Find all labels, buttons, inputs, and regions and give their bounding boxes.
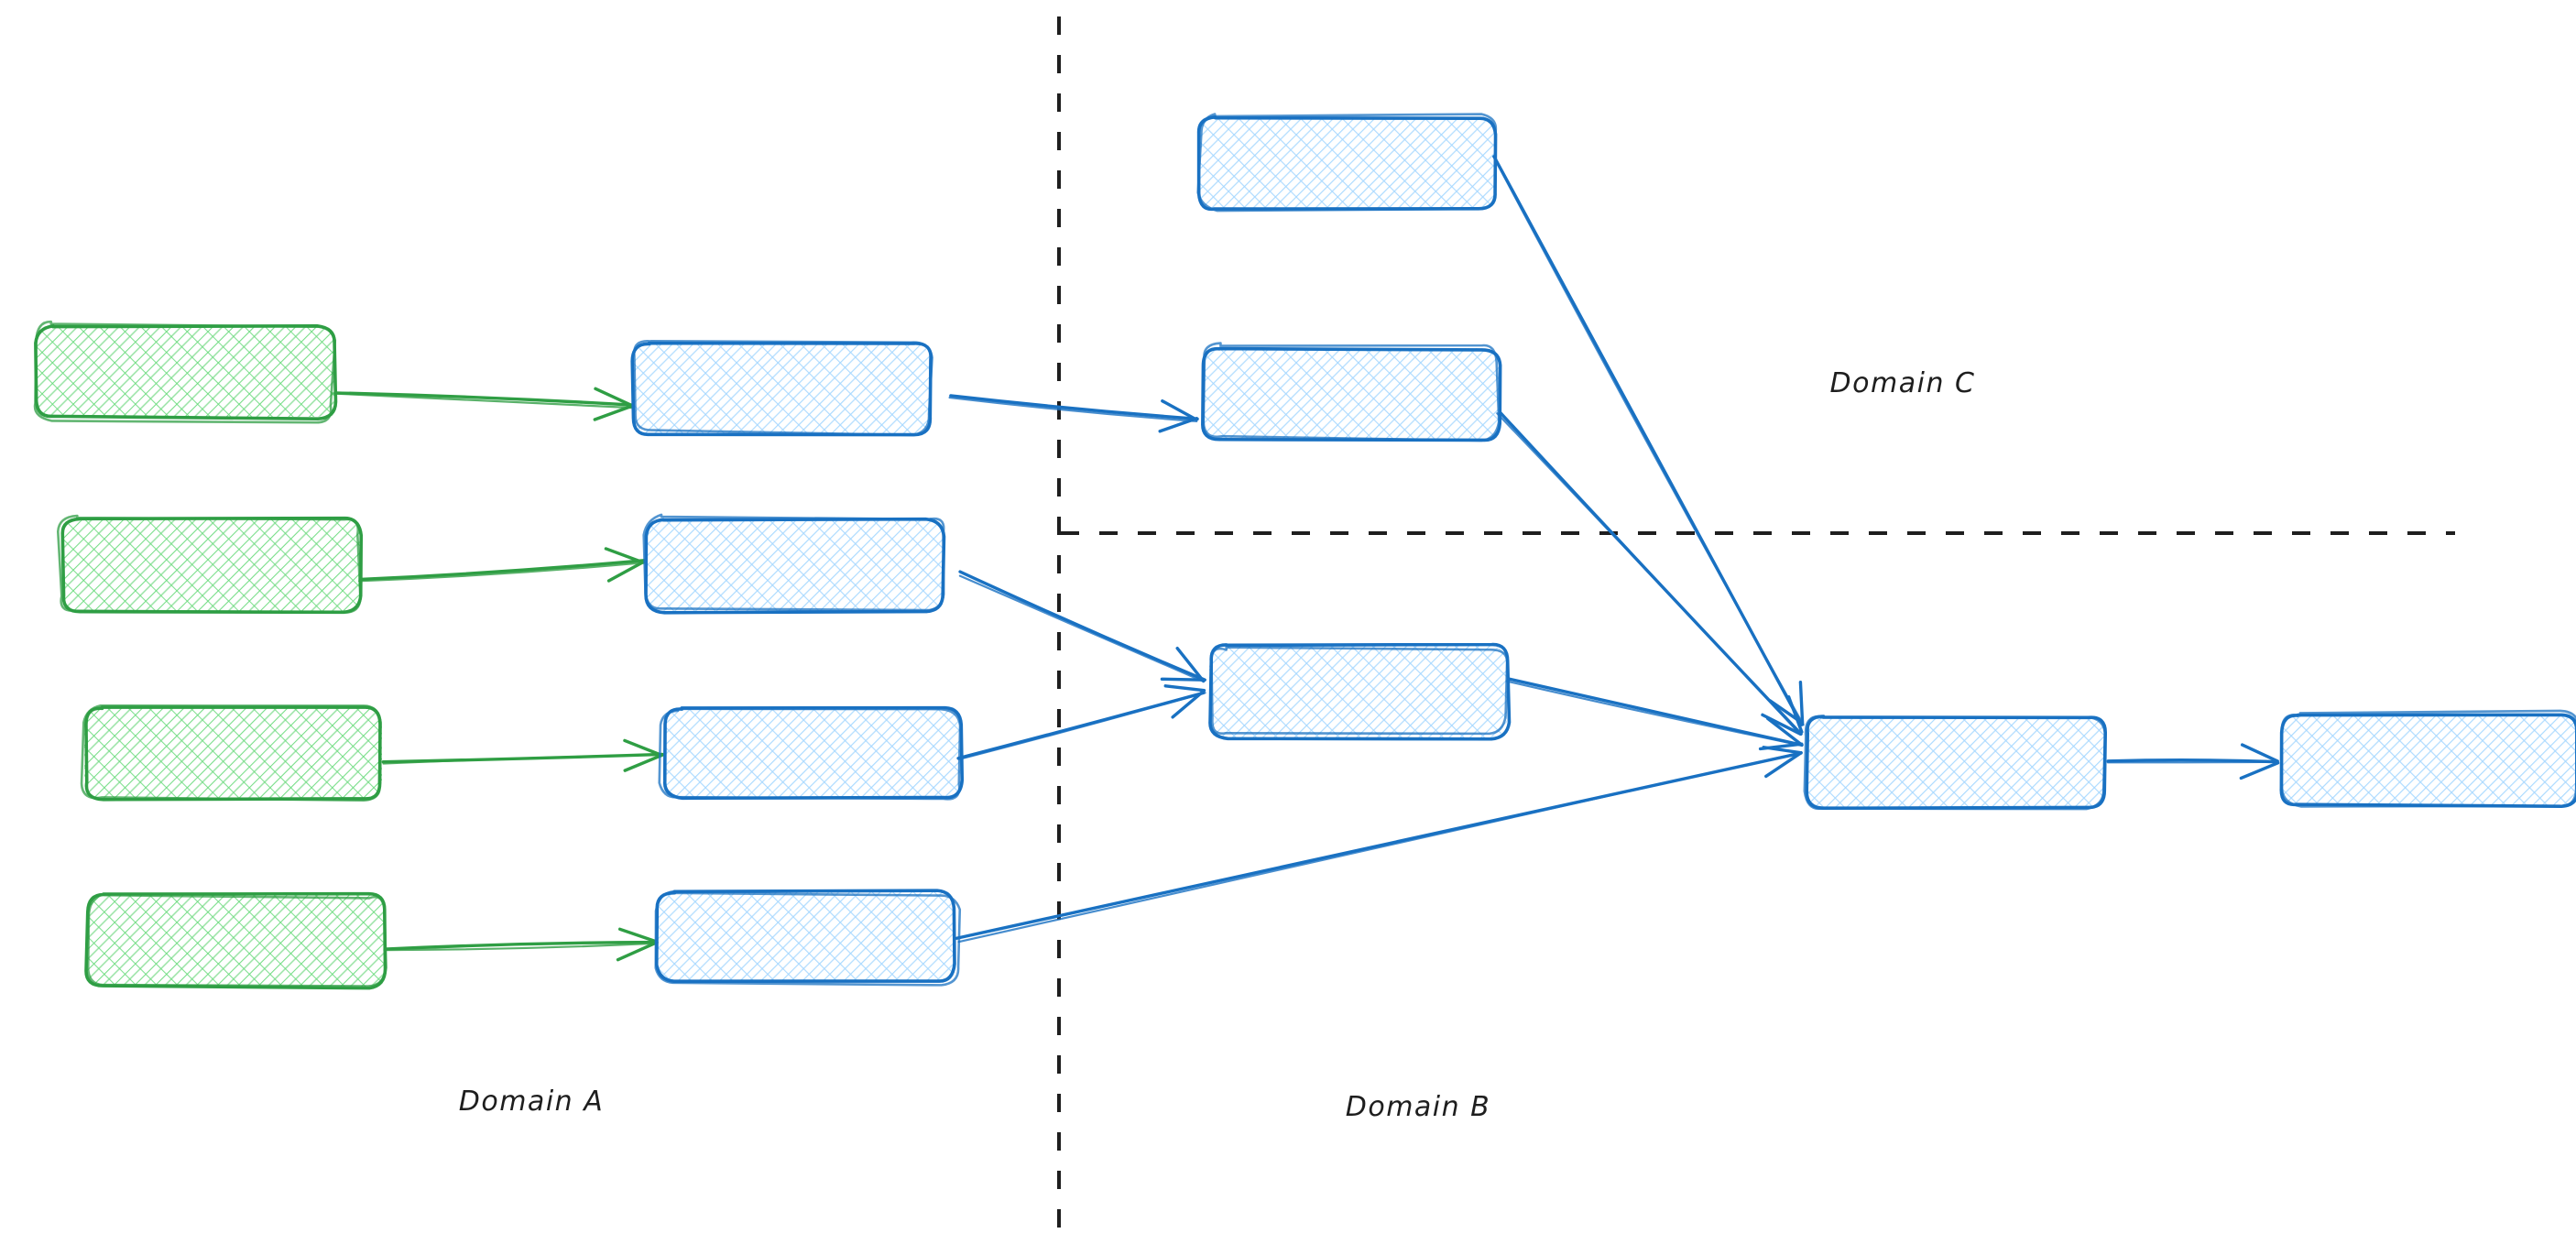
node-outline xyxy=(658,707,962,801)
edge-e9 xyxy=(1492,154,1805,726)
edge-shaft xyxy=(948,396,1198,423)
node-fill-hatch-b xyxy=(37,325,334,417)
edge-arrowhead xyxy=(616,940,659,962)
edge-arrowhead xyxy=(1764,750,1803,779)
node-outline xyxy=(1202,342,1501,442)
node-outline xyxy=(2280,709,2576,808)
node-fill-hatch-b xyxy=(2281,715,2576,806)
node-fill-hatch-b xyxy=(1203,348,1501,440)
edge-shaft xyxy=(1496,412,1802,736)
node-outline xyxy=(1196,113,1498,213)
node-c2[interactable] xyxy=(1201,342,1502,442)
edge-shaft xyxy=(949,394,1199,421)
node-outline xyxy=(80,704,382,802)
edge-arrowhead xyxy=(623,738,663,757)
node-fill-hatch-b xyxy=(646,519,944,611)
node-outline xyxy=(642,513,945,612)
edge-e6 xyxy=(958,570,1206,683)
edge-shaft xyxy=(1508,677,1804,748)
label-domain-b: Domain B xyxy=(1346,1091,1491,1123)
node-outline xyxy=(654,889,962,987)
edge-arrowhead xyxy=(1160,677,1206,682)
node-outline xyxy=(86,893,387,988)
node-fill-hatch-b xyxy=(658,890,955,982)
label-domain-a: Domain A xyxy=(459,1086,604,1118)
node-outline xyxy=(1803,715,2107,811)
node-hub[interactable] xyxy=(1803,715,2108,811)
edge-arrowhead xyxy=(623,753,665,772)
node-fill-hatch-b xyxy=(664,707,962,799)
edge-arrowhead xyxy=(593,404,634,421)
edge-e4 xyxy=(383,927,659,962)
edge-e5 xyxy=(948,394,1199,433)
edge-arrowhead xyxy=(2240,743,2279,763)
edge-shaft xyxy=(958,574,1206,683)
node-outline xyxy=(33,320,337,424)
edge-arrowhead xyxy=(1766,716,1804,747)
edge-shaft xyxy=(382,753,665,765)
dividers-layer xyxy=(1057,16,2455,1239)
node-fill-hatch-b xyxy=(87,895,385,987)
edge-e2 xyxy=(358,547,646,583)
edge-e7 xyxy=(956,684,1206,760)
nodes-layer xyxy=(33,113,2576,990)
edge-shaft xyxy=(1492,155,1805,726)
node-a1[interactable] xyxy=(33,320,338,424)
edge-e12 xyxy=(2106,743,2280,780)
node-fill-hatch-b xyxy=(84,707,382,799)
node-b3[interactable] xyxy=(658,705,965,801)
edges-layer xyxy=(331,154,2280,962)
node-a4[interactable] xyxy=(84,891,387,990)
edge-e11 xyxy=(1505,677,1804,751)
edge-shaft xyxy=(331,392,634,409)
node-fill-hatch-b xyxy=(62,519,360,611)
edge-arrowhead xyxy=(1798,681,1805,726)
node-out[interactable] xyxy=(2279,709,2576,809)
edge-arrowhead xyxy=(606,561,645,583)
node-fill-hatch-b xyxy=(1198,117,1496,209)
edge-shaft xyxy=(958,692,1206,760)
edge-shaft xyxy=(1505,680,1803,747)
edge-arrowhead xyxy=(1171,689,1206,719)
edge-shaft xyxy=(333,391,635,407)
label-domain-c: Domain C xyxy=(1830,367,1976,399)
node-c1[interactable] xyxy=(1196,113,1498,213)
edge-arrowhead xyxy=(1758,742,1804,751)
node-outline xyxy=(56,514,362,614)
edge-e8 xyxy=(955,746,1803,944)
edge-e1 xyxy=(331,387,635,421)
edge-e10 xyxy=(1496,410,1804,736)
edge-arrowhead xyxy=(1163,684,1206,693)
node-fill-hatch-b xyxy=(1806,716,2104,808)
edge-shaft xyxy=(383,940,658,951)
node-a2[interactable] xyxy=(56,514,364,615)
edge-arrowhead xyxy=(1175,647,1206,683)
edge-shaft xyxy=(957,751,1802,944)
node-b1[interactable] xyxy=(630,340,933,437)
edge-shaft xyxy=(2106,760,2279,764)
node-outline xyxy=(633,340,933,437)
edge-shaft xyxy=(358,559,646,582)
node-a3[interactable] xyxy=(80,704,382,802)
edge-shaft xyxy=(383,942,657,952)
edge-arrowhead xyxy=(2239,761,2280,780)
node-fill-hatch-b xyxy=(1209,646,1507,737)
edge-arrowhead xyxy=(1158,417,1198,433)
edge-e3 xyxy=(381,738,665,772)
labels-layer: Domain A Domain B Domain C xyxy=(459,367,1976,1123)
edge-arrowhead xyxy=(617,927,658,944)
node-b4[interactable] xyxy=(654,889,962,987)
edge-arrowhead xyxy=(1786,695,1804,734)
edge-shaft xyxy=(358,562,645,583)
node-outline xyxy=(644,517,946,615)
edge-arrowhead xyxy=(604,547,645,564)
node-c3[interactable] xyxy=(1208,642,1512,741)
edge-arrowhead xyxy=(1161,399,1198,421)
edge-arrowhead xyxy=(594,387,634,408)
edge-shaft xyxy=(958,570,1206,682)
node-b2[interactable] xyxy=(642,513,946,615)
node-fill-hatch-b xyxy=(634,344,932,435)
node-outline xyxy=(1210,646,1509,736)
